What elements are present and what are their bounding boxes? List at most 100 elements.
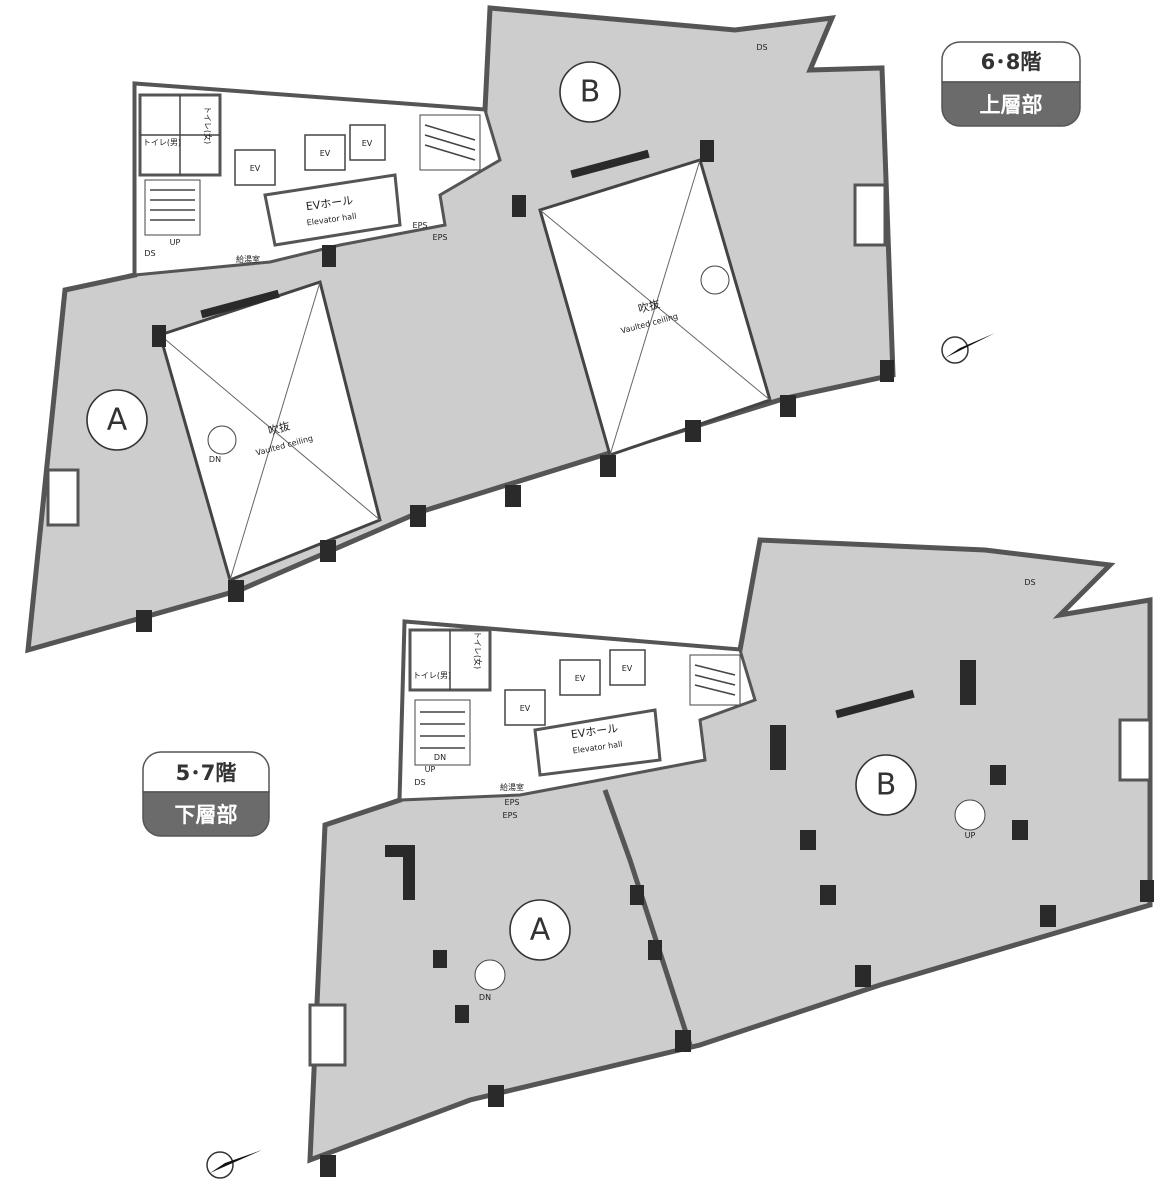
lower-ds-label-2: DS [1024,578,1035,587]
lower-pillar [433,950,447,968]
lower-pillar [455,1005,469,1023]
upper-column [700,140,714,162]
upper-pantry-label: 給湯室 [236,254,260,264]
lower-elevator-3 [609,649,646,686]
upper-toilet-m-label: トイレ(男) [143,138,181,147]
lower-pillar [630,885,644,905]
lower-column [1040,905,1056,927]
upper-bay-window-b [853,183,887,247]
lower-toilet-f-label: トイレ(女) [473,631,483,669]
upper-column [880,360,894,382]
lower-up-label: UP [425,765,436,774]
upper-ev-label-3: EV [362,139,373,148]
lower-unit-b-circle [855,754,917,816]
lower-unit-partition [602,789,693,1046]
upper-north-arrow [941,333,995,364]
upper-floor-sublabel: 上層部 [980,93,1043,117]
lower-spiral-up-label: UP [965,831,976,840]
lower-column [320,1155,336,1177]
upper-unit-b-label: B [580,75,601,110]
lower-north-arrow [206,1150,262,1179]
upper-void-b-label: 吹抜 [637,297,662,316]
upper-column [228,580,244,602]
upper-toilet-f-label: トイレ(女) [203,106,213,144]
lower-beam [835,689,915,719]
lower-spiral-stair-a [474,959,506,991]
upper-floor-plan: EV EV EV EVホール Elevator hall DS EPS 給湯室 … [25,5,995,654]
lower-unit-b-label: B [876,768,897,803]
lower-column [1140,880,1154,902]
lower-pillar [648,940,662,960]
upper-column [685,420,701,442]
upper-column [322,245,336,267]
lower-stair-left [414,699,471,766]
upper-ev-hall [263,173,402,247]
upper-column [780,395,796,417]
upper-floor-label: 6･8階 [981,50,1042,74]
lower-pillar [820,885,836,905]
lower-column [855,965,871,987]
lower-bay-window-b [1118,718,1152,782]
upper-column [320,540,336,562]
upper-eps-label-2: EPS [433,233,448,242]
upper-column [512,195,526,217]
lower-ev-hall [533,708,662,777]
upper-elevator-2 [304,134,346,171]
lower-pillar [960,660,976,705]
lower-ev-label-2: EV [575,674,586,683]
lower-column [675,1030,691,1052]
lower-dn-label: DN [434,753,446,762]
lower-floor-badge: 5･7階 下層部 [142,751,270,837]
upper-unit-b-circle [559,61,621,123]
lower-stair-right [689,654,741,706]
lower-pillar [1012,820,1028,840]
upper-elevator-1 [234,149,276,186]
upper-ev-label-2: EV [320,149,331,158]
upper-bay-window-a [46,468,80,527]
upper-eps-label: EPS [413,221,428,230]
lower-pillar [800,830,816,850]
lower-toilet-m-label: トイレ(男) [413,671,451,680]
lower-elevator-2 [559,659,601,696]
lower-column [488,1085,504,1107]
upper-column [136,610,152,632]
upper-ds-label-2: DS [756,43,767,52]
lower-pillar [990,765,1006,785]
lower-ds-label: DS [414,778,425,787]
lower-floor-label: 5･7階 [176,761,237,785]
upper-unit-a-label: A [107,403,128,438]
upper-spiral-stair-b [700,265,730,295]
upper-beam [570,149,650,179]
lower-eps-label: EPS [505,798,520,807]
lower-ev-label-1: EV [520,704,531,713]
lower-dn-label-2: DN [479,993,491,1002]
upper-void-a-label: 吹抜 [267,419,292,438]
upper-stair-left [144,179,201,236]
lower-unit-a-circle [509,899,571,961]
upper-core [133,82,502,277]
upper-unit-a-circle [86,389,148,451]
upper-floor-badge: 6･8階 上層部 [941,41,1081,127]
upper-up-label: UP [170,238,181,247]
lower-pantry-label: 給湯室 [500,782,524,792]
upper-column [410,505,426,527]
upper-beam [200,289,280,319]
upper-column [152,325,166,347]
upper-spiral-stair-a [207,425,237,455]
lower-unit-a-label: A [530,913,551,948]
lower-spiral-stair-b [954,799,986,831]
lower-pillar [403,845,415,900]
lower-floor-plan: EV EV EV EVホール Elevator hall DS EPS 給湯室 [206,537,1154,1179]
lower-floor-sublabel: 下層部 [175,803,238,827]
lower-eps-label-2: EPS [503,811,518,820]
upper-column [600,455,616,477]
upper-ds-label: DS [144,249,155,258]
upper-elevator-3 [349,124,386,161]
upper-dn-label: DN [209,455,221,464]
upper-column [505,485,521,507]
lower-ev-label-3: EV [622,664,633,673]
upper-ev-label-1: EV [250,164,261,173]
lower-elevator-1 [504,689,546,726]
lower-pillar [770,725,786,770]
